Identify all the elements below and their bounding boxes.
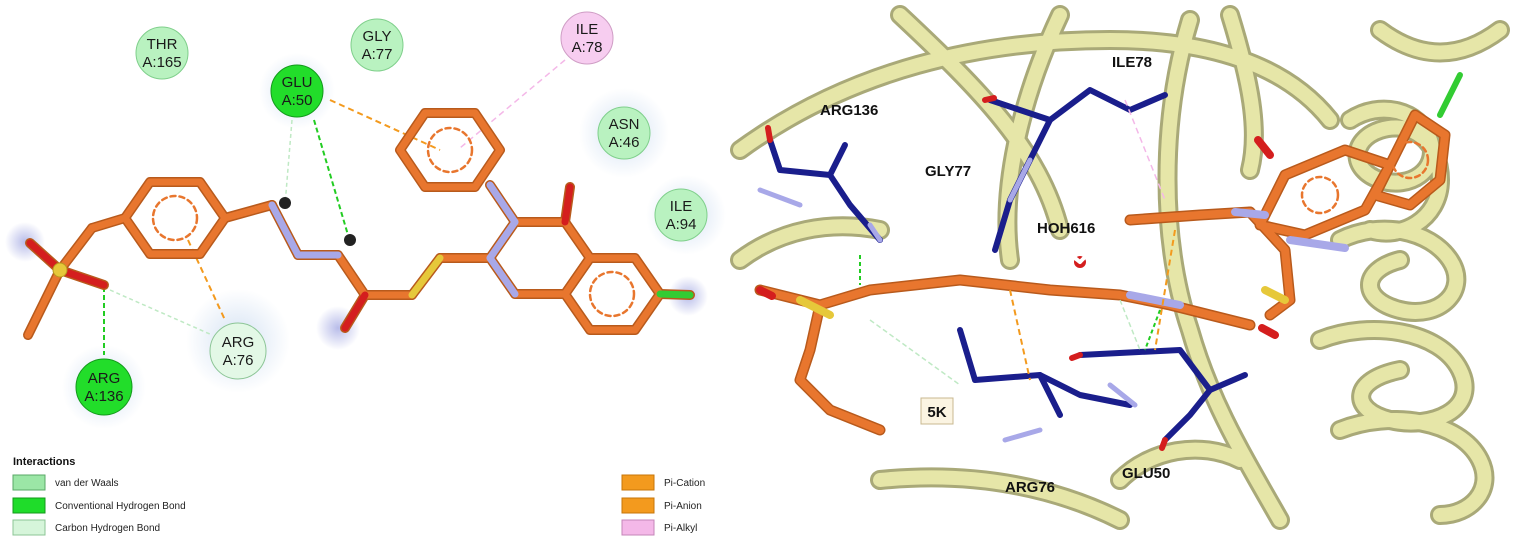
residue-discs: THR A:165 GLY A:77 ILE A:78 GLU A:50 ASN — [75, 11, 708, 416]
residue-ile94-name: ILE — [670, 198, 693, 215]
residue-arg76-name: ARG — [222, 334, 255, 351]
ligand-2d — [23, 108, 695, 340]
interaction-lines-3d — [859, 99, 1176, 386]
legend-item-carbon-hbond: Carbon Hydrogen Bond — [12, 519, 160, 536]
protein-residue-sticks — [757, 87, 1248, 451]
residue-thr165-name: THR — [147, 36, 178, 53]
legend-item-conv-hbond: Conventional Hydrogen Bond — [12, 497, 186, 514]
residue-ile94-id: A:94 — [666, 216, 697, 233]
residue-asn46-id: A:46 — [609, 134, 640, 151]
residue-arg136: ARG A:136 — [75, 358, 133, 416]
residue-ile78-id: A:78 — [572, 39, 603, 56]
left-2d-diagram: THR A:165 GLY A:77 ILE A:78 GLU A:50 ASN — [5, 11, 726, 536]
label-gly77: GLY77 — [925, 163, 971, 180]
svg-text:Pi-Alkyl: Pi-Alkyl — [664, 523, 697, 534]
residue-asn46-name: ASN — [609, 116, 640, 133]
legend-item-pi-anion: Pi-Anion — [621, 497, 702, 514]
svg-text:van der Waals: van der Waals — [55, 478, 119, 489]
svg-text:5K: 5K — [927, 404, 946, 421]
svg-text:Carbon Hydrogen Bond: Carbon Hydrogen Bond — [55, 523, 160, 534]
residue-ile78-name: ILE — [576, 21, 599, 38]
residue-arg76-id: A:76 — [223, 352, 254, 369]
residue-arg76: ARG A:76 — [209, 322, 267, 380]
residue-ile94: ILE A:94 — [654, 188, 708, 242]
residue-arg136-id: A:136 — [84, 388, 123, 405]
water-hoh616 — [1069, 253, 1089, 268]
residue-gly77: GLY A:77 — [350, 18, 404, 72]
label-hoh616: HOH616 — [1037, 220, 1095, 237]
ligand-tag-5k: 5K — [920, 397, 954, 425]
svg-text:Pi-Anion: Pi-Anion — [664, 501, 702, 512]
ligand-3d — [754, 72, 1463, 436]
legend-title: Interactions — [13, 456, 75, 468]
label-glu50: GLU50 — [1122, 465, 1170, 482]
residue-asn46: ASN A:46 — [597, 106, 651, 160]
svg-text:Conventional Hydrogen Bond: Conventional Hydrogen Bond — [55, 501, 186, 512]
residue-ile78: ILE A:78 — [560, 11, 614, 65]
residue-labels-3d: ILE78 ARG136 GLY77 HOH616 ARG76 GLU50 5K — [820, 54, 1170, 496]
residue-gly77-id: A:77 — [362, 46, 393, 63]
interaction-lines — [103, 59, 566, 355]
label-arg136: ARG136 — [820, 102, 878, 119]
label-arg76: ARG76 — [1005, 479, 1055, 496]
legend-item-pi-alkyl: Pi-Alkyl — [621, 519, 697, 536]
residue-glu50-id: A:50 — [282, 92, 313, 109]
residue-glu50-name: GLU — [282, 74, 313, 91]
legend-item-pi-cation: Pi-Cation — [621, 474, 705, 491]
residue-glu50: GLU A:50 — [270, 64, 324, 118]
label-ile78: ILE78 — [1112, 54, 1152, 71]
residue-arg136-name: ARG — [88, 370, 121, 387]
residue-thr165: THR A:165 — [135, 26, 189, 80]
right-3d-view: ILE78 ARG136 GLY77 HOH616 ARG76 GLU50 5K — [730, 5, 1510, 530]
interactions-legend: Interactions van der Waals Conventional … — [12, 456, 705, 536]
residue-thr165-id: A:165 — [142, 54, 181, 71]
svg-text:Pi-Cation: Pi-Cation — [664, 478, 705, 489]
legend-item-vdw: van der Waals — [12, 474, 119, 491]
residue-gly77-name: GLY — [363, 28, 392, 45]
protein-ribbons — [730, 5, 1510, 530]
